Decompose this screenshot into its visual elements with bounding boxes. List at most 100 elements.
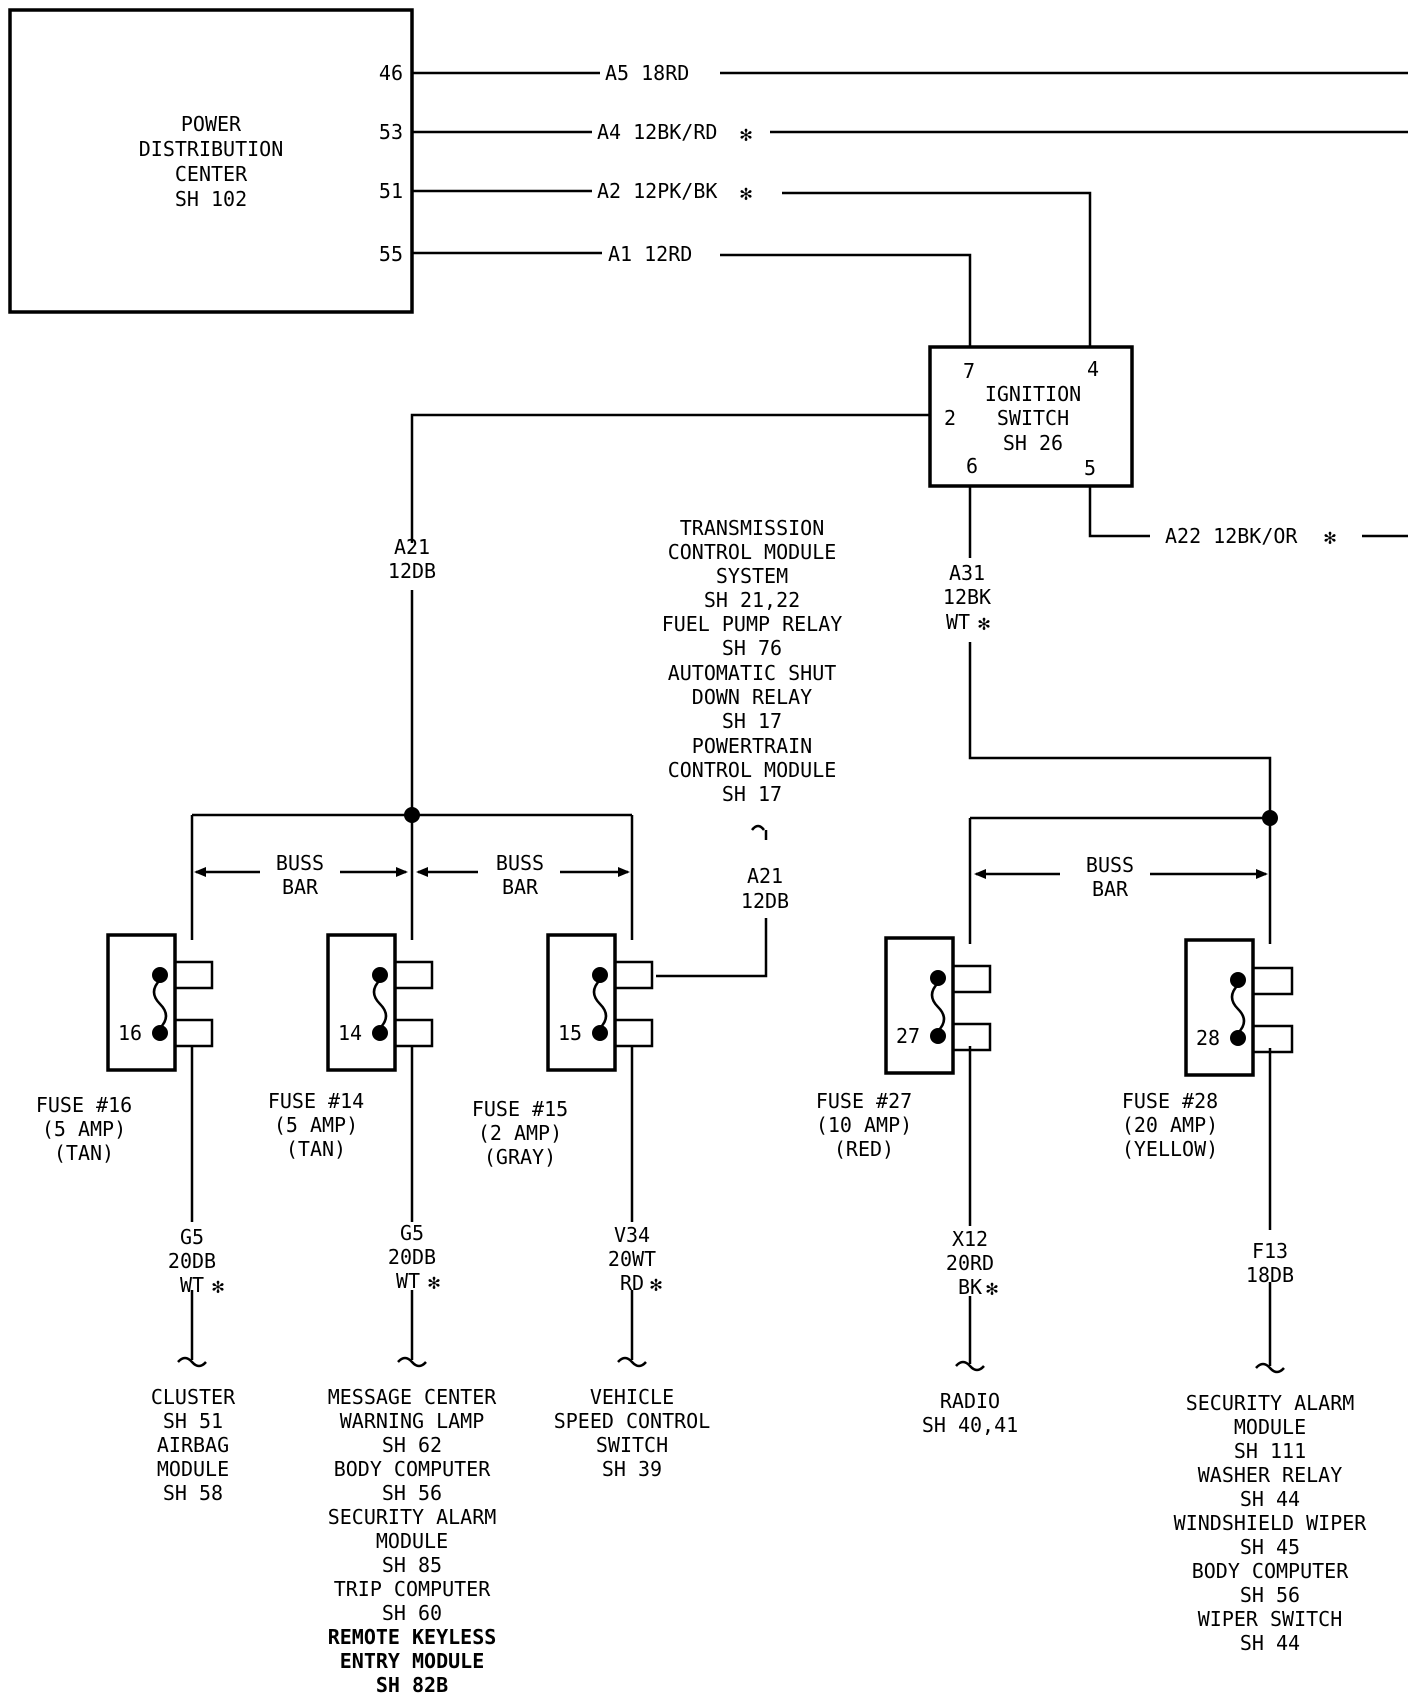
- wire-g5-16-label-2: 20DB: [168, 1249, 216, 1273]
- wire-a21-top: [410, 413, 930, 543]
- ignition-label: IGNITION SWITCH SH 26: [985, 382, 1081, 455]
- ignition-pin-2: 2: [944, 406, 956, 430]
- fuse-16-number: 16: [118, 1021, 142, 1045]
- pdc-line-1: POWER: [181, 112, 242, 136]
- dest-cluster-3: MODULE: [157, 1457, 229, 1481]
- tcm-ref-11: SH 17: [722, 782, 782, 806]
- dest-vehicle-0: VEHICLE: [590, 1385, 674, 1409]
- tcm-ref-0: TRANSMISSION: [680, 516, 825, 540]
- tcm-ref-9: POWERTRAIN: [692, 734, 812, 758]
- pdc-line-3: CENTER: [175, 162, 248, 186]
- dest-vehicle-3: SH 39: [602, 1457, 662, 1481]
- dest-security-0: SECURITY ALARM: [1186, 1391, 1355, 1415]
- tcm-ref-2: SYSTEM: [716, 564, 788, 588]
- tcm-ref-3: SH 21,22: [704, 588, 800, 612]
- wire-a5-label: A5 18RD: [605, 61, 689, 85]
- wire-g5-16-label-1: G5: [180, 1225, 204, 1249]
- tcm-connector-symbol: [751, 824, 768, 840]
- ignition-pin-6: 6: [966, 454, 978, 478]
- dest-message-8: TRIP COMPUTER: [334, 1577, 491, 1601]
- wire-v34-label-3: RD: [620, 1271, 644, 1295]
- fuse-14-symbol: 14: [326, 933, 434, 1072]
- fuse-15-number: 15: [558, 1021, 582, 1045]
- ignition-pin-7: 7: [963, 359, 975, 383]
- wire-a21-tcm-label-2: 12DB: [741, 889, 789, 913]
- wire-a31-label-2: 12BK: [943, 585, 991, 609]
- ignition-pin-5: 5: [1084, 456, 1096, 480]
- tcm-ref-7: DOWN RELAY: [692, 685, 812, 709]
- dest-message-2: SH 62: [382, 1433, 442, 1457]
- dest-security-8: SH 56: [1240, 1583, 1300, 1607]
- fuse-28-symbol: 28: [1184, 938, 1294, 1077]
- ignition-switch-box: [928, 345, 1134, 488]
- dest-message-5: SECURITY ALARM: [328, 1505, 497, 1529]
- wire-x12-star: ✻: [986, 1276, 998, 1300]
- dest-security-6: SH 45: [1240, 1535, 1300, 1559]
- dest-message-6: MODULE: [376, 1529, 448, 1553]
- dest-vehicle-speed: VEHICLE SPEED CONTROL SWITCH SH 39: [554, 1385, 711, 1481]
- wire-f13-label-1: F13: [1252, 1239, 1288, 1263]
- connector-security: [1255, 1362, 1285, 1374]
- dest-message-bold-2: SH 82B: [376, 1673, 448, 1697]
- fuse-27-line-2: (10 AMP): [816, 1113, 912, 1137]
- fuse-15-line-1: FUSE #15: [472, 1097, 568, 1121]
- fuse-28-line-1: FUSE #28: [1122, 1089, 1218, 1113]
- wire-v34-label-1: V34: [614, 1223, 650, 1247]
- wire-v34-label-2: 20WT: [608, 1247, 656, 1271]
- pdc-pins: 46 53 51 55: [379, 61, 403, 266]
- dest-message-0: MESSAGE CENTER: [328, 1385, 498, 1409]
- dest-message-7: SH 85: [382, 1553, 442, 1577]
- dest-message-1: WARNING LAMP: [340, 1409, 485, 1433]
- buss-bar-marker-2: BUSS BAR: [416, 851, 630, 899]
- wire-a2-right: [782, 191, 1092, 348]
- tcm-ref-4: FUEL PUMP RELAY: [662, 612, 843, 636]
- dest-security-7: BODY COMPUTER: [1192, 1559, 1349, 1583]
- tcm-ref-1: CONTROL MODULE: [668, 540, 837, 564]
- dest-radio-0: RADIO: [940, 1389, 1000, 1413]
- dest-security-5: WINDSHIELD WIPER: [1174, 1511, 1368, 1535]
- buss-bar-label-2a: BUSS: [496, 851, 544, 875]
- dest-security-alarm: SECURITY ALARM MODULE SH 111 WASHER RELA…: [1174, 1391, 1368, 1655]
- wire-g5-14-label-1: G5: [400, 1221, 424, 1245]
- wire-g5-14-label-3: WT: [396, 1269, 420, 1293]
- tcm-ref-10: CONTROL MODULE: [668, 758, 837, 782]
- wire-a22-label: A22 12BK/OR: [1165, 524, 1298, 548]
- dest-vehicle-1: SPEED CONTROL: [554, 1409, 711, 1433]
- tcm-ref-5: SH 76: [722, 636, 782, 660]
- dest-radio-1: SH 40,41: [922, 1413, 1018, 1437]
- tcm-references: TRANSMISSION CONTROL MODULE SYSTEM SH 21…: [662, 516, 843, 806]
- dest-security-4: SH 44: [1240, 1487, 1300, 1511]
- fuse-14-line-1: FUSE #14: [268, 1089, 364, 1113]
- fuse-15-symbol: 15: [546, 933, 654, 1072]
- wire-a21-label-2: 12DB: [388, 559, 436, 583]
- pdc-label: POWER DISTRIBUTION CENTER SH 102: [139, 112, 284, 211]
- fuse-16-line-3: (TAN): [54, 1141, 114, 1165]
- pdc-line-4: SH 102: [175, 187, 247, 211]
- wire-a21-label-1: A21: [394, 535, 430, 559]
- fuse-28-line-3: (YELLOW): [1122, 1137, 1218, 1161]
- wire-a31-star: ✻: [978, 611, 990, 635]
- dest-cluster-0: CLUSTER: [151, 1385, 236, 1409]
- wire-a21-tcm-label-1: A21: [747, 864, 783, 888]
- fuse-15-line-2: (2 AMP): [478, 1121, 562, 1145]
- dest-message-9: SH 60: [382, 1601, 442, 1625]
- tcm-ref-6: AUTOMATIC SHUT: [668, 661, 837, 685]
- dest-security-9: WIPER SWITCH: [1198, 1607, 1343, 1631]
- buss-bar-label-2b: BAR: [502, 875, 539, 899]
- wire-x12-label-1: X12: [952, 1227, 988, 1251]
- wire-a1-label: A1 12RD: [608, 242, 692, 266]
- fuse-27-line-3: (RED): [834, 1137, 894, 1161]
- dest-message-center: MESSAGE CENTER WARNING LAMP SH 62 BODY C…: [328, 1385, 498, 1697]
- connector-radio: [955, 1360, 985, 1372]
- wire-f13-label-2: 18DB: [1246, 1263, 1294, 1287]
- dest-message-3: BODY COMPUTER: [334, 1457, 491, 1481]
- ignition-line-3: SH 26: [1003, 431, 1063, 455]
- tcm-ref-8: SH 17: [722, 709, 782, 733]
- ignition-line-1: IGNITION: [985, 382, 1081, 406]
- fuse-16-symbol: 16: [106, 933, 214, 1072]
- wire-a2-star: ✻: [740, 181, 752, 205]
- power-distribution-center-box: [8, 8, 414, 314]
- wire-x12-label-3: BK: [958, 1275, 982, 1299]
